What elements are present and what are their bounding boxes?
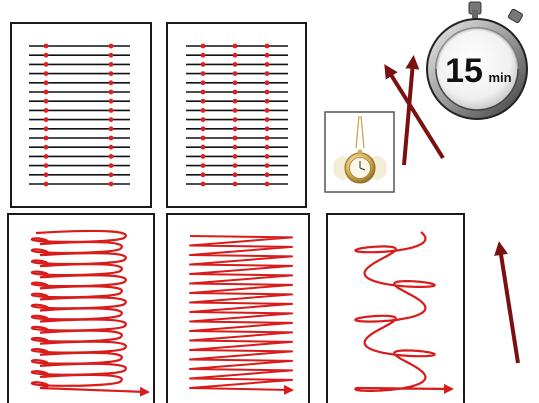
fixation-dot	[233, 99, 238, 104]
fixation-dot	[265, 99, 270, 104]
fixation-dot	[265, 108, 270, 113]
fixation-dot	[201, 117, 206, 122]
panel-frame	[167, 23, 306, 207]
fixation-dot	[44, 62, 49, 67]
fixation-dot	[233, 62, 238, 67]
fixation-dot	[265, 44, 270, 49]
fixation-dot	[109, 163, 114, 168]
fixation-dot	[233, 117, 238, 122]
fixation-dot	[44, 108, 49, 113]
fixation-dot	[109, 154, 114, 159]
panel-frame	[327, 214, 464, 403]
fixation-dot	[265, 182, 270, 187]
fixation-dot	[109, 172, 114, 177]
fixation-dot	[44, 99, 49, 104]
fixation-dot	[265, 172, 270, 177]
fixation-dot	[44, 126, 49, 131]
fixation-dot	[265, 71, 270, 76]
fixation-dot	[44, 136, 49, 141]
fixation-dot	[109, 117, 114, 122]
stopwatch-number: 15	[445, 52, 483, 90]
fixation-dot	[201, 172, 206, 177]
fixation-dot	[201, 163, 206, 168]
fixation-dot	[233, 53, 238, 58]
fixation-dot	[265, 136, 270, 141]
fixation-dot	[233, 145, 238, 150]
fixation-dot	[201, 62, 206, 67]
fixation-dot	[109, 145, 114, 150]
pocket-watch-image	[325, 112, 394, 192]
panel-three-dot-lines	[167, 23, 306, 207]
panel-zigzag-scribble	[167, 214, 309, 403]
arrow-up	[404, 62, 413, 165]
fixation-dot	[233, 108, 238, 113]
fixation-dot	[201, 80, 206, 85]
fixation-dot	[44, 182, 49, 187]
stopwatch-icon: 15 min	[427, 2, 527, 119]
fixation-dot	[201, 44, 206, 49]
fixation-dot	[109, 71, 114, 76]
arrow-up-right-side	[500, 248, 518, 363]
fixation-dot	[201, 99, 206, 104]
fixation-dot	[109, 53, 114, 58]
fixation-dot	[233, 154, 238, 159]
panel-frame	[11, 23, 151, 207]
fixation-dot	[233, 80, 238, 85]
stopwatch-unit: min	[488, 70, 511, 85]
fixation-dot	[233, 182, 238, 187]
panel-loop-scribble	[8, 214, 154, 403]
watch-crown	[358, 150, 363, 155]
stopwatch-side-button	[508, 9, 523, 24]
fixation-dot	[265, 53, 270, 58]
fixation-dot	[44, 172, 49, 177]
fixation-dot	[265, 126, 270, 131]
fixation-dot	[201, 90, 206, 95]
fixation-dot	[109, 182, 114, 187]
fixation-dot	[233, 90, 238, 95]
fixation-dot	[201, 154, 206, 159]
fixation-dot	[109, 136, 114, 141]
fixation-dot	[233, 126, 238, 131]
fixation-dot	[233, 172, 238, 177]
fixation-dot	[109, 90, 114, 95]
fixation-dot	[233, 44, 238, 49]
fixation-dot	[265, 90, 270, 95]
fixation-dot	[109, 62, 114, 67]
fixation-dot	[201, 136, 206, 141]
fixation-dot	[265, 80, 270, 85]
fixation-dot	[233, 163, 238, 168]
fixation-dot	[44, 44, 49, 49]
fixation-dot	[265, 62, 270, 67]
fixation-dot	[109, 44, 114, 49]
fixation-dot	[265, 163, 270, 168]
fixation-dot	[233, 136, 238, 141]
fixation-dot	[109, 99, 114, 104]
fixation-dot	[201, 145, 206, 150]
fixation-dot	[201, 108, 206, 113]
fixation-dot	[201, 53, 206, 58]
fixation-dot	[265, 145, 270, 150]
fixation-dot	[44, 163, 49, 168]
fixation-dot	[44, 145, 49, 150]
fixation-dot	[44, 71, 49, 76]
fixation-dot	[265, 117, 270, 122]
fixation-dot	[44, 90, 49, 95]
fixation-dot	[201, 182, 206, 187]
fixation-dot	[44, 53, 49, 58]
fixation-dot	[201, 126, 206, 131]
panel-two-dot-lines	[11, 23, 151, 207]
panel-figure-eight-scribble	[327, 214, 464, 403]
fixation-dot	[109, 108, 114, 113]
fixation-dot	[109, 126, 114, 131]
fixation-dot	[109, 80, 114, 85]
fixation-dot	[44, 117, 49, 122]
fixation-dot	[201, 71, 206, 76]
fixation-dot	[265, 154, 270, 159]
fixation-dot	[233, 71, 238, 76]
fixation-dot	[44, 80, 49, 85]
fixation-dot	[44, 154, 49, 159]
